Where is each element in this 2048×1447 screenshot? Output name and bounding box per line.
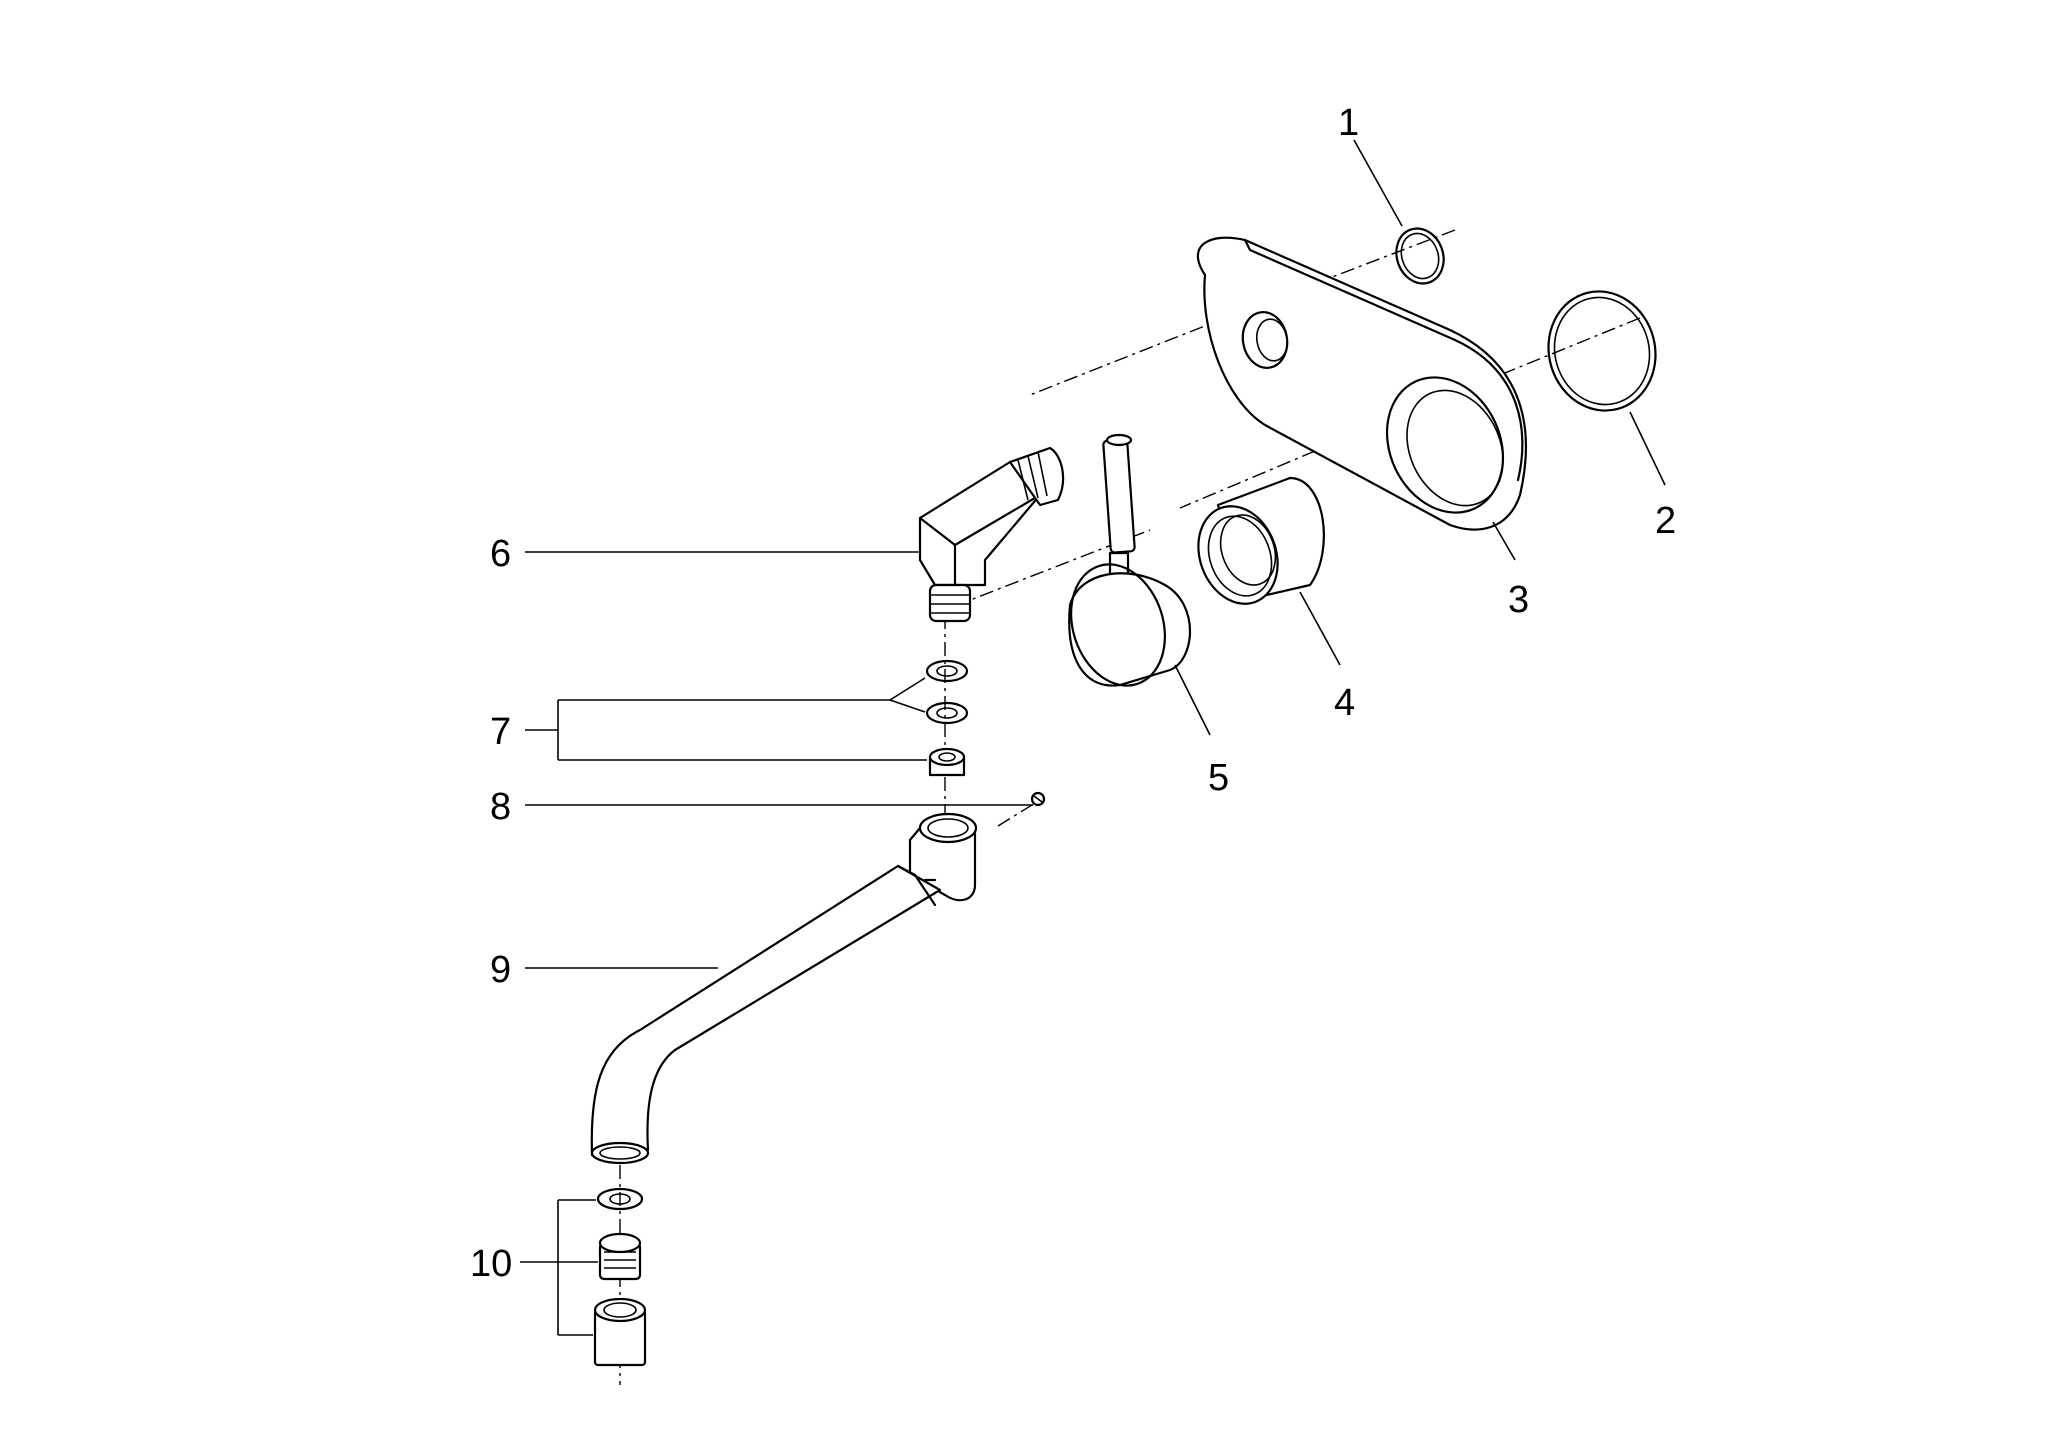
callout-4: 4 bbox=[1334, 682, 1355, 724]
callout-1: 1 bbox=[1338, 102, 1359, 144]
callout-7: 7 bbox=[490, 711, 511, 753]
callout-8: 8 bbox=[490, 786, 511, 828]
part-8-set-screw bbox=[1030, 791, 1046, 807]
callout-10: 10 bbox=[470, 1243, 512, 1285]
leader-lines bbox=[520, 139, 1666, 1336]
part-6-elbow-connector bbox=[918, 446, 1065, 623]
part-9-swivel-spout bbox=[590, 812, 978, 1165]
callout-2: 2 bbox=[1655, 500, 1676, 542]
callout-9: 9 bbox=[490, 949, 511, 991]
part-7-washers-and-nut bbox=[925, 659, 969, 777]
part-1-small-oring bbox=[1395, 227, 1445, 285]
part-2-large-oring bbox=[1547, 290, 1657, 412]
callout-5: 5 bbox=[1208, 757, 1229, 799]
part-3-cover-plate bbox=[1196, 236, 1528, 531]
part-10-aerator-set bbox=[593, 1187, 647, 1367]
part-4-sleeve bbox=[1197, 476, 1325, 605]
callout-6: 6 bbox=[490, 533, 511, 575]
callout-labels: 1 2 3 4 5 6 7 8 9 10 bbox=[470, 102, 1676, 1285]
part-5-lever-handle bbox=[1068, 433, 1192, 687]
callout-3: 3 bbox=[1508, 579, 1529, 621]
